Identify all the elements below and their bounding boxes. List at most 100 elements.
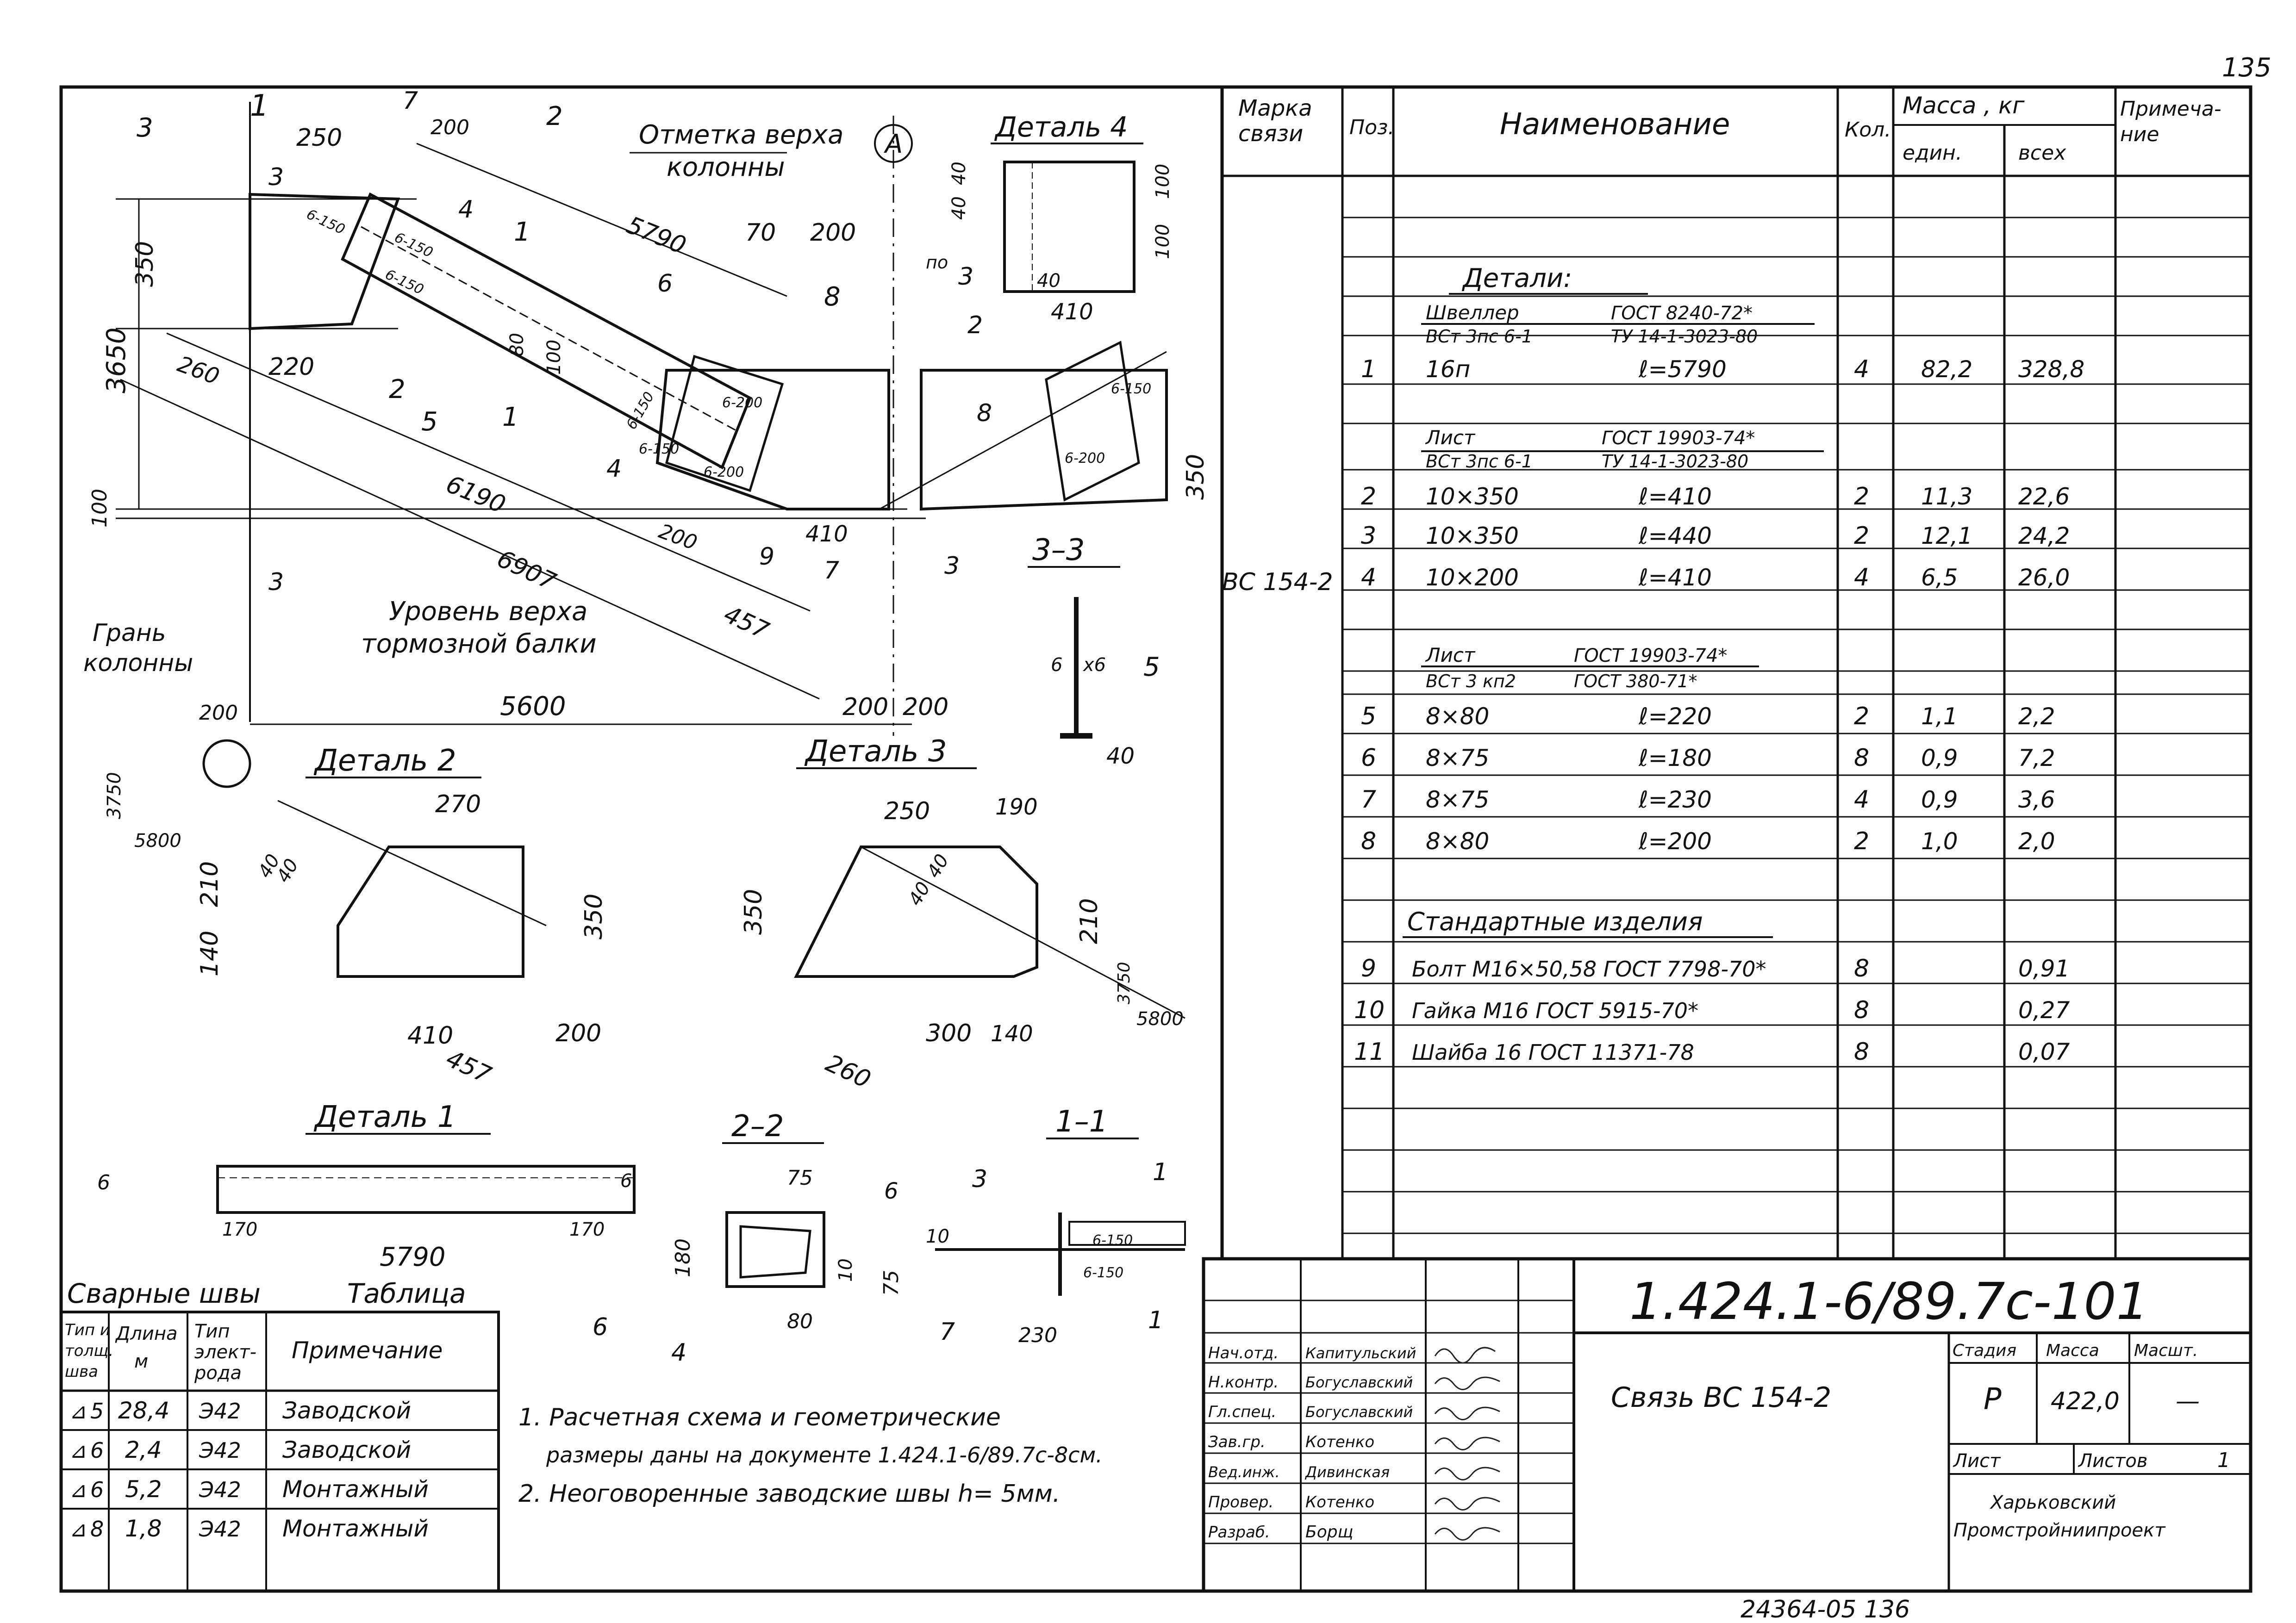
position-number: 4 [606,455,622,483]
group-spec: ТУ 14-1-3023-80 [1611,326,1758,347]
section-1-1-title: 1–1 [1055,1105,1108,1139]
dim: 270 [435,790,481,818]
dim: 190 [995,794,1038,820]
detail-1-title: Деталь 1 [313,1100,456,1134]
detail-4-plate [1003,161,1136,293]
spec-length: ℓ=410 [1638,483,1712,510]
spec-length: ℓ=230 [1638,786,1712,813]
spec-header: Марка [1238,95,1312,121]
spec-qty: 2 [1854,827,1869,855]
right-gusset-plate [920,369,1168,511]
spec-total-mass: 24,2 [2018,522,2070,549]
weld-label: 6-150 [392,230,436,261]
dim: 260 [822,1049,875,1094]
section-1-1-channel [1068,1221,1186,1246]
table-row: ⊿ 5 28,4 Э42 Заводской [69,1397,411,1424]
section-mark: 3 [268,568,284,596]
weld-type: 5 [90,1399,104,1424]
sig-role: Н.контр. [1208,1373,1279,1392]
dim: 5790 [380,1242,446,1272]
dim-200b: 200 [810,219,856,247]
spec-name: Болт М16×50,58 ГОСТ 7798-70* [1412,957,1766,982]
spec-header: Поз. [1349,116,1394,139]
weld-note: Монтажный [282,1476,429,1503]
spec-row: 2 10×350 ℓ=410 2 11,3 22,6 [1361,483,2070,510]
position-number: 4 [458,196,474,224]
weld-symbol-icon: ⊿ [69,1477,87,1502]
dim-100: 100 [543,340,565,375]
dim: 140 [991,1021,1033,1047]
position-number: 3 [972,1165,987,1193]
position-number: 8 [824,282,841,312]
title-block-frame [1202,1257,2252,1593]
sig-role: Провер. [1208,1493,1273,1511]
stage-label: Стадия [1953,1341,2016,1360]
axis-a-marker [874,124,913,163]
note-line: размеры даны на документе 1.424.1-6/89.7… [546,1443,1103,1468]
spec-pos: 9 [1361,955,1376,983]
detail-4: Деталь 4 40 40 100 100 40 410 [948,111,1173,325]
group-steel: ВСт 3пс 6-1 [1426,451,1533,472]
sheets-value: 1 [2217,1449,2230,1472]
spec-unit-mass: 1,0 [1921,828,1958,855]
col-header: Примечание [292,1337,443,1364]
position-number: 7 [940,1318,955,1346]
weld-table-frame [60,1311,500,1592]
dim: 250 [884,797,930,825]
spec-row: 3 10×350 ℓ=440 2 12,1 24,2 [1361,522,2070,550]
mass-label: Масса [2046,1341,2099,1360]
spec-pos: 3 [1361,522,1376,550]
dim: 75 [787,1166,813,1190]
spec-total-mass: 3,6 [2018,786,2055,813]
brace-mark: ВС 154-2 [1222,568,1333,596]
col-header: Тип [194,1321,230,1342]
org-line-1: Харьковский [1990,1492,2116,1513]
position-number: 8 [977,399,992,427]
brace-center-line [361,226,736,431]
group-spec: ТУ 14-1-3023-80 [1602,451,1748,472]
weld-label: 6-150 [1092,1232,1133,1249]
weld-label: 6-200 [1065,450,1105,466]
spec-name: Шайба 16 ГОСТ 11371-78 [1412,1040,1694,1065]
column-face-label-1: Грань [93,619,166,647]
spec-total-mass: 328,8 [2018,356,2084,383]
spec-length: ℓ=410 [1638,564,1712,591]
detail-1-channel [216,1165,636,1214]
spec-qty: 4 [1854,786,1869,814]
group-profile: Лист [1425,644,1476,666]
detail-2-title: Деталь 2 [313,744,456,778]
table-row: ⊿ 6 5,2 Э42 Монтажный [69,1476,429,1503]
spec-pos: 2 [1361,483,1376,510]
spec-length: ℓ=200 [1638,828,1712,855]
drawing-code: 1.424.1-6/89.7с-101 [1629,1272,2149,1331]
column-face-label-2: колонны [83,649,193,677]
weld-type: 8 [90,1517,104,1542]
spec-name: Гайка М16 ГОСТ 5915-70* [1412,998,1698,1023]
spec-unit-mass: 11,3 [1921,483,1972,510]
sig-role: Нач.отд. [1208,1344,1279,1362]
dim-200e: 200 [903,693,948,721]
dim-350: 350 [131,241,159,287]
spec-total-mass: 22,6 [2018,483,2070,510]
dim-6190: 6190 [442,470,509,519]
dim-70: 70 [745,219,776,247]
spec-row: 10 Гайка М16 ГОСТ 5915-70* 8 0,27 [1354,996,2070,1024]
spec-row: 5 8×80 ℓ=220 2 1,1 2,2 [1361,703,2055,730]
weld-electrode: Э42 [199,1399,241,1424]
title-block: Нач.отд. Капитульский Н.контр. Богуславс… [1202,1257,2252,1593]
spec-size: 8×80 [1426,828,1489,855]
detail-1: Деталь 1 6 6 170 170 5790 [97,1100,636,1272]
dim-457: 457 [720,600,773,645]
weld-symbol-icon: ⊿ [69,1438,87,1463]
weld-label: 6-150 [639,441,679,457]
section-mark: 1 [250,89,269,123]
group-steel: ВСт 3пс 6-1 [1426,326,1533,347]
spec-total-mass: 7,2 [2018,745,2055,771]
col-header: м [134,1351,148,1372]
dim: 75 [880,1270,903,1296]
section-3-3: 3–3 6 х6 5 40 [1028,533,1160,769]
dim: 10 [835,1258,856,1282]
col-header: рода [194,1362,242,1384]
section-label: Детали: [1461,263,1572,293]
